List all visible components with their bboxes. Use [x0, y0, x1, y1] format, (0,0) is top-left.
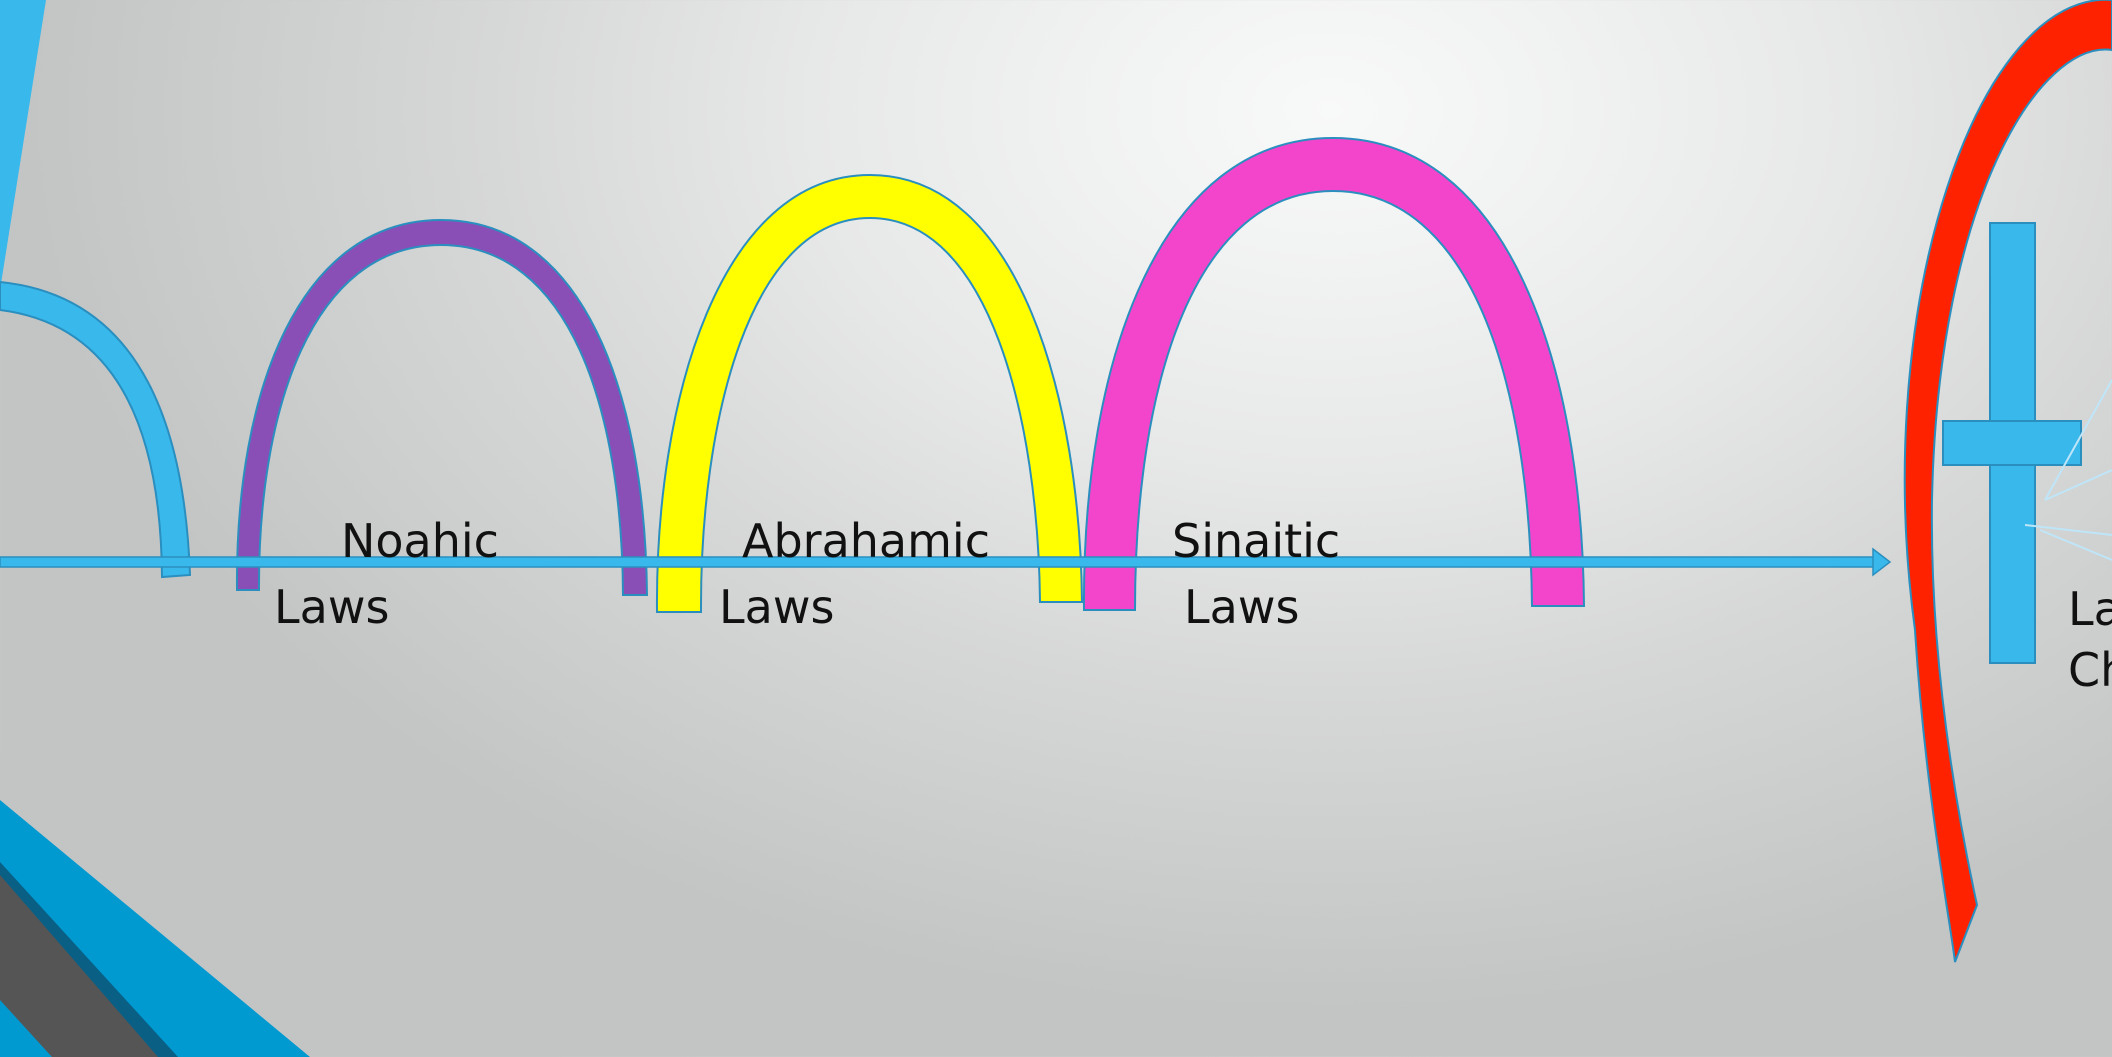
arc-christ — [1903, 0, 2112, 963]
label-sinaitic-laws: Laws — [1184, 580, 1300, 634]
arch-left-partial — [0, 280, 192, 579]
light-rays — [2024, 379, 2112, 561]
label-sinaitic: Sinaitic — [1172, 514, 1341, 568]
corner-stripe-top-left — [0, 0, 46, 290]
arch-noahic — [235, 218, 649, 596]
label-noahic: Noahic — [341, 514, 499, 568]
timeline-arrowhead — [1872, 547, 1892, 577]
arch-abrahamic — [655, 173, 1084, 613]
label-christ: Ch — [2068, 643, 2112, 697]
label-abrahamic-laws: Laws — [719, 580, 835, 634]
label-abrahamic: Abrahamic — [742, 514, 990, 568]
corner-stripe-gray — [0, 875, 158, 1057]
corner-stripe-outline — [0, 862, 178, 1057]
label-christ-laws: La — [2068, 582, 2112, 636]
label-noahic-laws: Laws — [274, 580, 390, 634]
cross-horizontal — [1942, 420, 2082, 466]
arch-sinaitic — [1082, 136, 1586, 611]
